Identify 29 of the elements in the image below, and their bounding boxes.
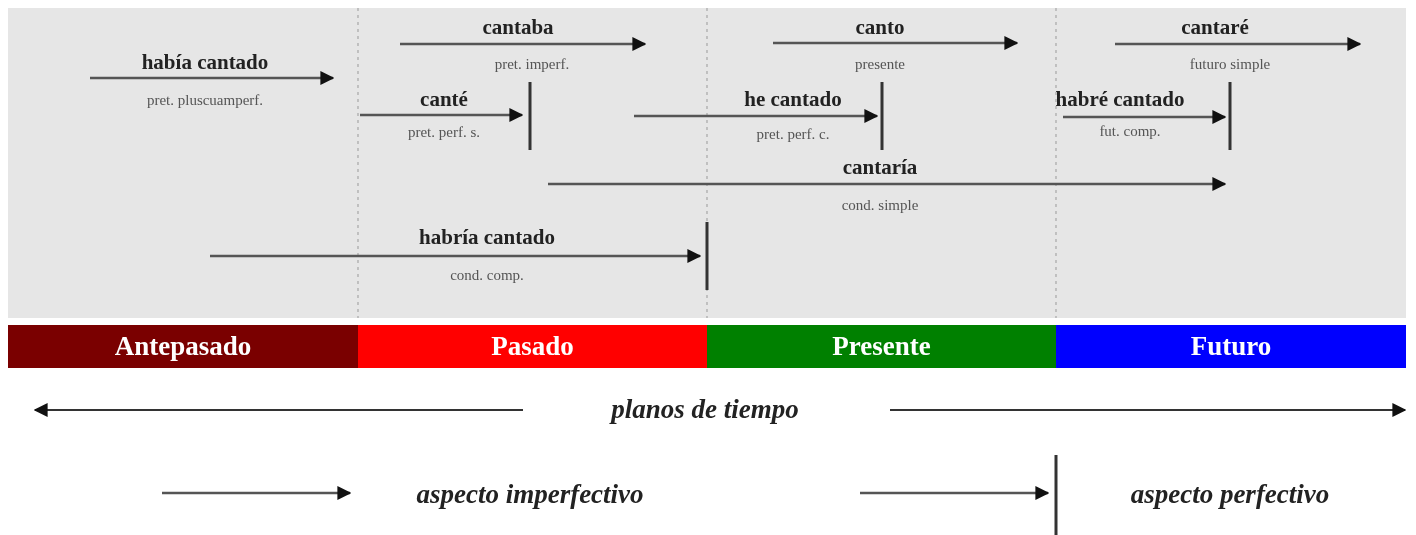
tense-description: fut. comp. xyxy=(1099,122,1161,140)
tense-name: cantaré xyxy=(1181,16,1249,40)
time-plane-band xyxy=(358,325,707,368)
axis-caption: planos de tiempo xyxy=(611,395,799,425)
time-plane-band xyxy=(1056,325,1406,368)
tense-description: pret. pluscuamperf. xyxy=(146,91,264,109)
tense-name: cantaría xyxy=(842,156,918,180)
tense-name: habré cantado xyxy=(1055,88,1185,112)
tense-name: había cantado xyxy=(141,51,269,75)
tense-description: pret. imperf. xyxy=(494,55,570,73)
tense-name: canté xyxy=(420,88,468,112)
band-label: Pasado xyxy=(491,331,574,362)
tense-description: futuro simple xyxy=(1189,55,1271,73)
axis-caption: aspecto imperfectivo xyxy=(416,480,644,510)
tense-name: habría cantado xyxy=(419,226,555,250)
tense-name: he cantado xyxy=(744,88,842,112)
band-label: Futuro xyxy=(1190,331,1272,362)
tense-name: cantaba xyxy=(482,16,554,40)
tense-description: cond. simple xyxy=(841,196,919,214)
time-plane-band xyxy=(8,325,358,368)
tense-name: canto xyxy=(855,16,905,40)
axis-caption: aspecto perfectivo xyxy=(1130,480,1330,510)
tense-description: pret. perf. c. xyxy=(756,125,830,143)
tense-description: cond. comp. xyxy=(450,266,524,284)
tense-description: presente xyxy=(855,55,905,73)
band-label: Presente xyxy=(832,331,931,362)
band-label: Antepasado xyxy=(114,331,252,362)
time-plane-band xyxy=(707,325,1056,368)
tense-description: pret. perf. s. xyxy=(407,123,481,141)
